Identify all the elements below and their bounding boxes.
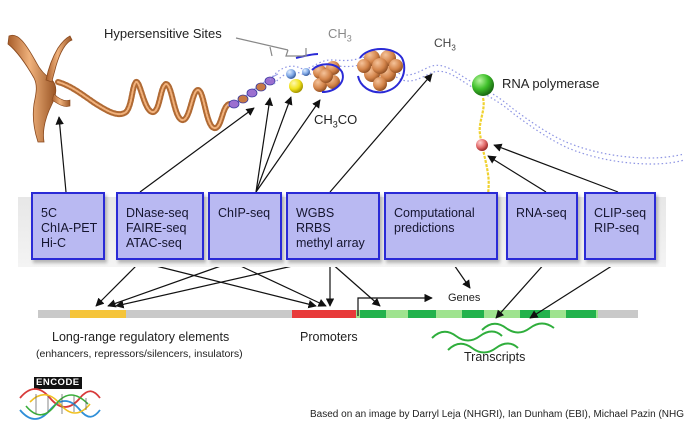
assay-label: methyl array [296,236,365,250]
ch3-label-top: CH3 [328,26,352,44]
gene-exon [360,310,386,318]
transcripts-label: Transcripts [464,350,526,364]
assay-label: RRBS [296,221,331,235]
hypersensitive-bracket [235,37,307,57]
assay-label: WGBS [296,206,335,220]
assay-label: Hi-C [41,236,66,250]
assay-box-clip-seq: CLIP-seq RIP-seq [584,192,656,260]
genome-track [38,310,638,318]
long-range-label: Long-range regulatory elements [52,330,230,344]
ch3-subscript: 3 [451,43,456,53]
assay-box-computational: Computational predictions [384,192,498,260]
assay-label: ATAC-seq [126,236,182,250]
promoters-label: Promoters [300,330,358,344]
assay-box-chip-seq: ChIP-seq [208,192,282,260]
nucleosome-cluster-2 [357,48,406,94]
assay-label: CLIP-seq [594,206,647,220]
assay-label: 5C [41,206,57,220]
assay-box-dnase-seq: DNase-seq FAIRE-seq ATAC-seq [116,192,204,260]
chromosome-illustration [7,34,73,143]
long-range-sublabel: (enhancers, repressors/silencers, insula… [36,348,243,360]
nucleosome-beads [227,73,279,109]
assay-arrows-up [55,73,619,193]
encode-logo [19,377,101,420]
ch3co-subscript: 3 [332,119,338,130]
ch3co-label: CH3CO [314,112,357,130]
ch3co-text: CH [314,112,333,127]
hypersensitive-sites-label: Hypersensitive Sites [104,26,222,41]
ch3-subscript: 3 [346,33,352,44]
assay-box-rna-seq: RNA-seq [506,192,578,260]
assay-label: ChIA-PET [41,221,98,235]
ch3-text: CH [434,36,452,50]
gene-exon [408,310,436,318]
gene-exon [462,310,484,318]
assay-label: ChIP-seq [218,206,271,220]
assay-label: RIP-seq [594,221,640,235]
assay-label: predictions [394,221,455,235]
tss-arrow [357,293,433,316]
image-credit: Based on an image by Darryl Leja (NHGRI)… [310,409,684,420]
assay-label: Computational [394,206,475,220]
assay-box-5c: 5C ChIA-PET Hi-C [31,192,105,260]
ch3co-text: CO [337,112,358,127]
assay-label: DNase-seq [126,206,189,220]
promoter-region [292,310,356,318]
assay-label: FAIRE-seq [126,221,187,235]
rna-polymerase-label: RNA polymerase [502,76,600,91]
transcription-factors [286,68,310,93]
genes-label: Genes [448,292,481,304]
ch3-label-right: CH3 [434,36,456,52]
assay-label: RNA-seq [516,206,567,220]
enhancer-region [70,310,126,318]
transcripts-illustration [431,322,555,354]
assay-box-wgbs: WGBS RRBS methyl array [286,192,380,260]
gene-exon [520,310,550,318]
rna-polymerase-illustration [472,74,494,205]
encode-logo-text: ENCODE [36,377,80,388]
assay-arrows-down [95,261,619,319]
nucleosome-cluster-1 [311,61,344,93]
chromatin-fiber [55,78,233,131]
gene-exon [566,310,596,318]
ch3-text: CH [328,26,347,41]
